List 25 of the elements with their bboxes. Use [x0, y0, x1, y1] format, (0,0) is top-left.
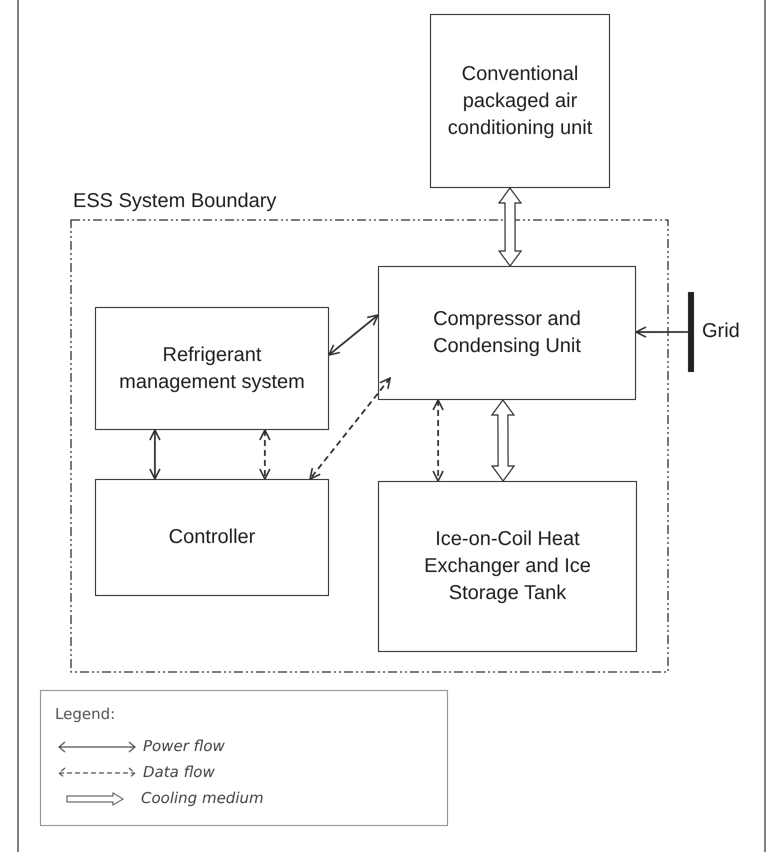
process-box: [378, 481, 637, 652]
box-label: Refrigerant management system: [118, 342, 306, 394]
hollow-arrow: [490, 398, 516, 482]
grid-bar: [688, 292, 694, 372]
box-label: Controller: [168, 525, 256, 550]
hollow-arrow: [498, 186, 522, 268]
process-box: [95, 479, 329, 596]
dashed-arrow: [432, 399, 444, 482]
process-box: [430, 14, 610, 188]
arrow: [635, 326, 688, 338]
box-label: Ice-on-Coil Heat Exchanger and Ice Storage Tank: [423, 527, 592, 606]
legend-label: Cooling medium: [141, 789, 264, 807]
dashed-arrow: [309, 377, 391, 480]
boundary-label: ESS System Boundary: [73, 189, 276, 214]
source-label: Grid: [702, 319, 740, 344]
legend-label: Data flow: [143, 763, 215, 781]
legend-label: Power flow: [143, 737, 225, 755]
legend-heading: Legend:: [55, 705, 116, 723]
process-box: [95, 307, 329, 430]
dashed-arrow: [259, 429, 271, 480]
arrow: [149, 429, 161, 480]
box-label: Compressor and Condensing Unit: [432, 307, 582, 359]
process-box: [378, 266, 636, 400]
arrow: [328, 314, 379, 356]
box-label: Conventional packaged air conditioning unit: [446, 62, 594, 140]
